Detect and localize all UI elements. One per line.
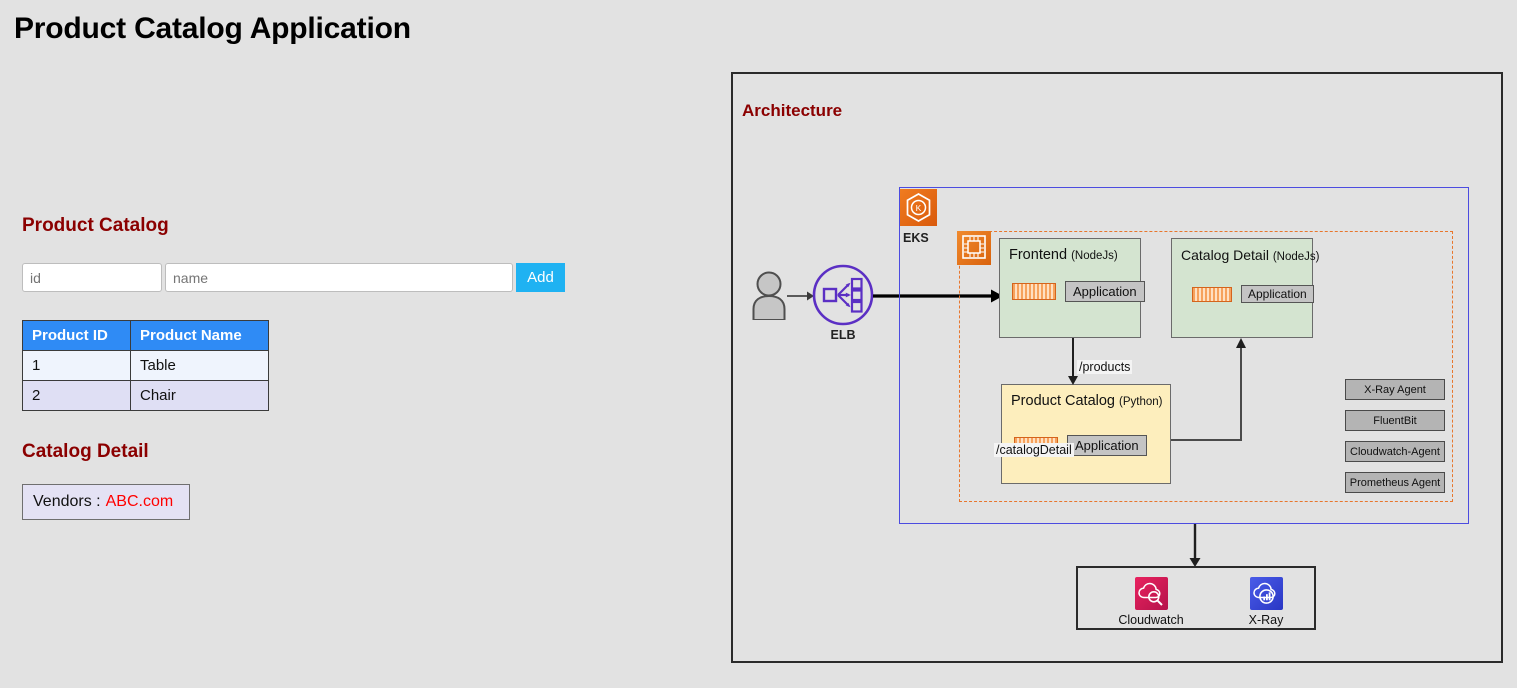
architecture-title: Architecture: [742, 101, 843, 120]
vendors-label: Vendors :: [33, 493, 101, 510]
cell-product-name: Table: [130, 350, 269, 381]
agent-chip-prometheus[interactable]: Prometheus Agent: [1345, 472, 1445, 493]
eks-kubernetes-icon: K: [900, 189, 937, 226]
application-chip: Application: [1067, 435, 1147, 456]
vendor-name: ABC.com: [105, 493, 174, 510]
user-icon: [751, 270, 787, 325]
observability-item-cloudwatch[interactable]: Cloudwatch: [1111, 577, 1191, 627]
eks-cluster-boundary: [899, 187, 1469, 524]
service-title-product-catalog: Product Catalog (Python): [1011, 393, 1163, 409]
cell-product-name: Chair: [130, 380, 269, 411]
edge-label-catalog-detail: /catalogDetail: [994, 443, 1074, 457]
container-icon: [1192, 286, 1232, 302]
add-product-form: Add: [22, 263, 565, 292]
product-name-input[interactable]: [165, 263, 513, 292]
service-box-catalog-detail[interactable]: Catalog Detail (NodeJs) Application: [1171, 238, 1319, 338]
page-title: Product Catalog Application: [14, 12, 411, 45]
service-title-frontend: Frontend (NodeJs): [1009, 247, 1118, 263]
observability-box: Cloudwatch X-Ray: [1076, 566, 1316, 630]
agent-chip-xray[interactable]: X-Ray Agent: [1345, 379, 1445, 400]
service-title-catalog-detail: Catalog Detail (NodeJs): [1181, 247, 1320, 263]
table-row[interactable]: 2 Chair: [22, 380, 269, 411]
arrow-user-to-elb: [787, 291, 814, 301]
table-row[interactable]: 1 Table: [22, 350, 269, 381]
agent-chip-cloudwatch[interactable]: Cloudwatch-Agent: [1345, 441, 1445, 462]
catalog-detail-runtime-row: Application: [1192, 285, 1314, 303]
agent-chip-fluentbit[interactable]: FluentBit: [1345, 410, 1445, 431]
frontend-runtime-row: Application: [1012, 281, 1145, 302]
service-box-frontend[interactable]: Frontend (NodeJs) Application: [999, 238, 1145, 338]
ec2-node-icon: [957, 231, 991, 265]
observability-label-cloudwatch: Cloudwatch: [1118, 613, 1184, 627]
catalog-detail-heading: Catalog Detail: [22, 441, 149, 462]
cloudwatch-icon: [1134, 577, 1168, 610]
vendor-detail-box: Vendors : ABC.com: [22, 484, 190, 520]
worker-node-group: [959, 231, 1453, 502]
observability-item-xray[interactable]: X-Ray: [1226, 577, 1306, 627]
elb-label: ELB: [830, 328, 856, 342]
product-table: Product ID Product Name 1 Table 2 Chair: [22, 320, 269, 411]
eks-label: EKS: [903, 231, 929, 245]
svg-text:K: K: [916, 203, 922, 213]
column-header-product-name: Product Name: [130, 320, 269, 351]
application-chip: Application: [1241, 285, 1314, 303]
cell-product-id: 2: [22, 380, 131, 411]
elastic-load-balancer-icon: [812, 264, 874, 331]
product-id-input[interactable]: [22, 263, 162, 292]
table-header-row: Product ID Product Name: [22, 320, 269, 351]
application-chip: Application: [1065, 281, 1145, 302]
edge-label-products: /products: [1077, 360, 1133, 374]
product-catalog-heading: Product Catalog: [22, 215, 169, 236]
cell-product-id: 1: [22, 350, 131, 381]
xray-icon: [1249, 577, 1283, 610]
add-product-button[interactable]: Add: [516, 263, 565, 292]
arrow-eks-to-observability: [1189, 524, 1201, 567]
service-box-product-catalog[interactable]: Product Catalog (Python) Application: [1001, 384, 1171, 484]
architecture-panel: Architecture: [731, 72, 1503, 663]
observability-label-xray: X-Ray: [1248, 613, 1284, 627]
column-header-product-id: Product ID: [22, 320, 131, 351]
container-icon: [1012, 283, 1056, 300]
